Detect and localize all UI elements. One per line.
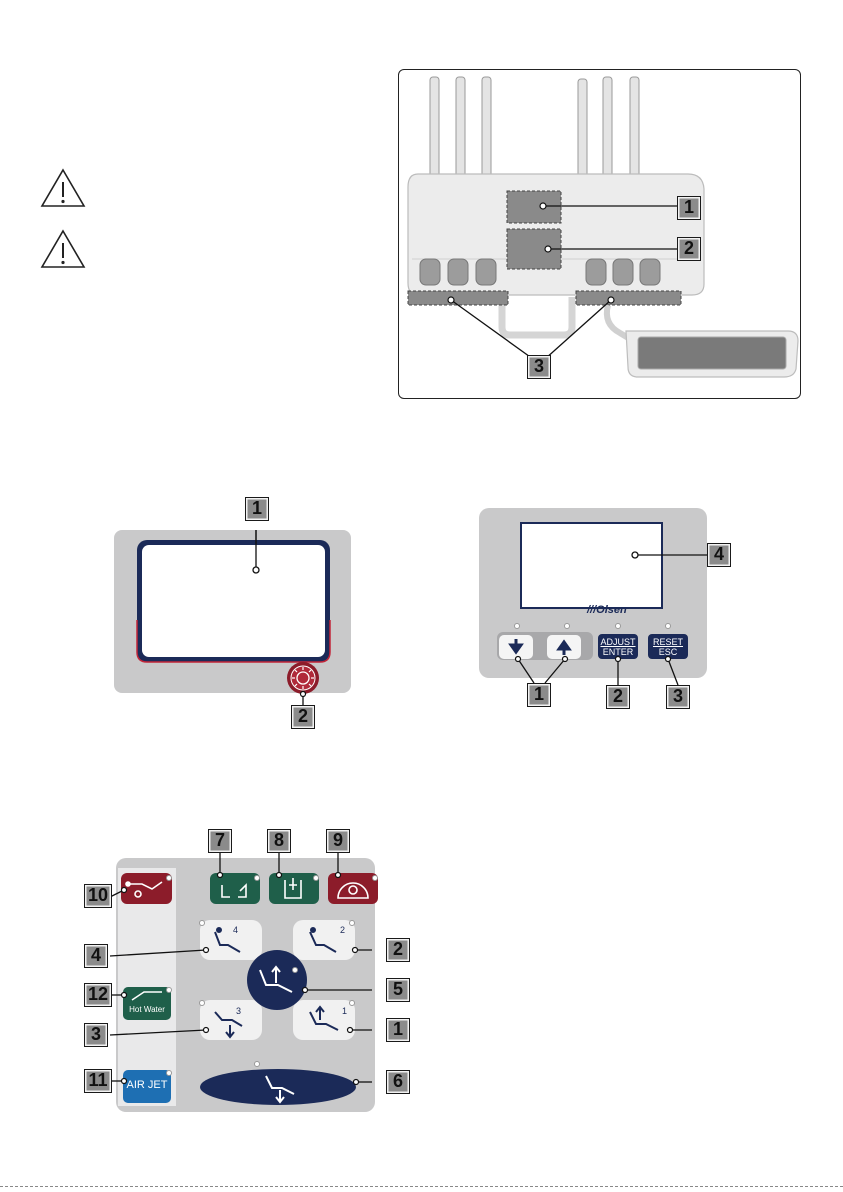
callout-5: 5 [386, 978, 410, 1002]
callout-6: 6 [386, 1070, 410, 1094]
callout-10: 10 [84, 884, 112, 908]
up-arrow-button[interactable] [547, 635, 581, 659]
chair-position-4-button[interactable] [200, 920, 262, 960]
callout-7: 7 [208, 829, 232, 853]
callout-4: 4 [84, 944, 108, 968]
esc-label: ESC [659, 647, 678, 657]
bowl-rinse-button[interactable] [269, 873, 319, 904]
reset-label: RESET [653, 637, 683, 647]
cup-fill-button[interactable] [210, 873, 260, 904]
callout-1: 1 [386, 1018, 410, 1042]
warning-icon [40, 168, 86, 208]
adjust-label: ADJUST [600, 637, 635, 647]
instrument-table-illustration [398, 69, 801, 399]
enter-label: ENTER [603, 647, 634, 657]
hot-water-button[interactable] [123, 987, 171, 1020]
page-bottom-rule [0, 1186, 843, 1187]
callout-2: 2 [291, 705, 315, 729]
warning-icon [40, 229, 86, 269]
chair-down-button[interactable] [200, 1069, 356, 1105]
air-jet-button[interactable] [123, 1070, 171, 1103]
callout-4: 4 [707, 543, 731, 567]
callout-1: 1 [677, 196, 701, 220]
reset-esc-button[interactable]: RESET ESC [648, 637, 688, 657]
handpiece-light-button[interactable] [121, 873, 172, 904]
callout-2: 2 [386, 938, 410, 962]
callout-12: 12 [84, 983, 112, 1007]
callout-2: 2 [677, 237, 701, 261]
callout-3: 3 [527, 355, 551, 379]
operating-light-button[interactable] [328, 873, 378, 904]
callout-11: 11 [84, 1069, 112, 1093]
callout-3: 3 [84, 1023, 108, 1047]
down-arrow-button[interactable] [499, 635, 533, 659]
display-panel-drawing [114, 530, 351, 720]
chair-position-3-button[interactable] [200, 1000, 262, 1040]
callout-2: 2 [606, 685, 630, 709]
adjust-enter-button[interactable]: ADJUST ENTER [598, 637, 638, 657]
chair-position-2-button[interactable] [293, 920, 355, 960]
callout-1: 1 [245, 497, 269, 521]
instrument-table-figure [398, 69, 801, 399]
chair-center-button[interactable] [247, 950, 307, 1010]
chair-position-1-button[interactable] [293, 1000, 355, 1040]
callout-8: 8 [267, 829, 291, 853]
callout-3: 3 [666, 685, 690, 709]
olsen-logo: ///Olsen [587, 604, 627, 616]
callout-9: 9 [326, 829, 350, 853]
callout-1: 1 [527, 683, 551, 707]
